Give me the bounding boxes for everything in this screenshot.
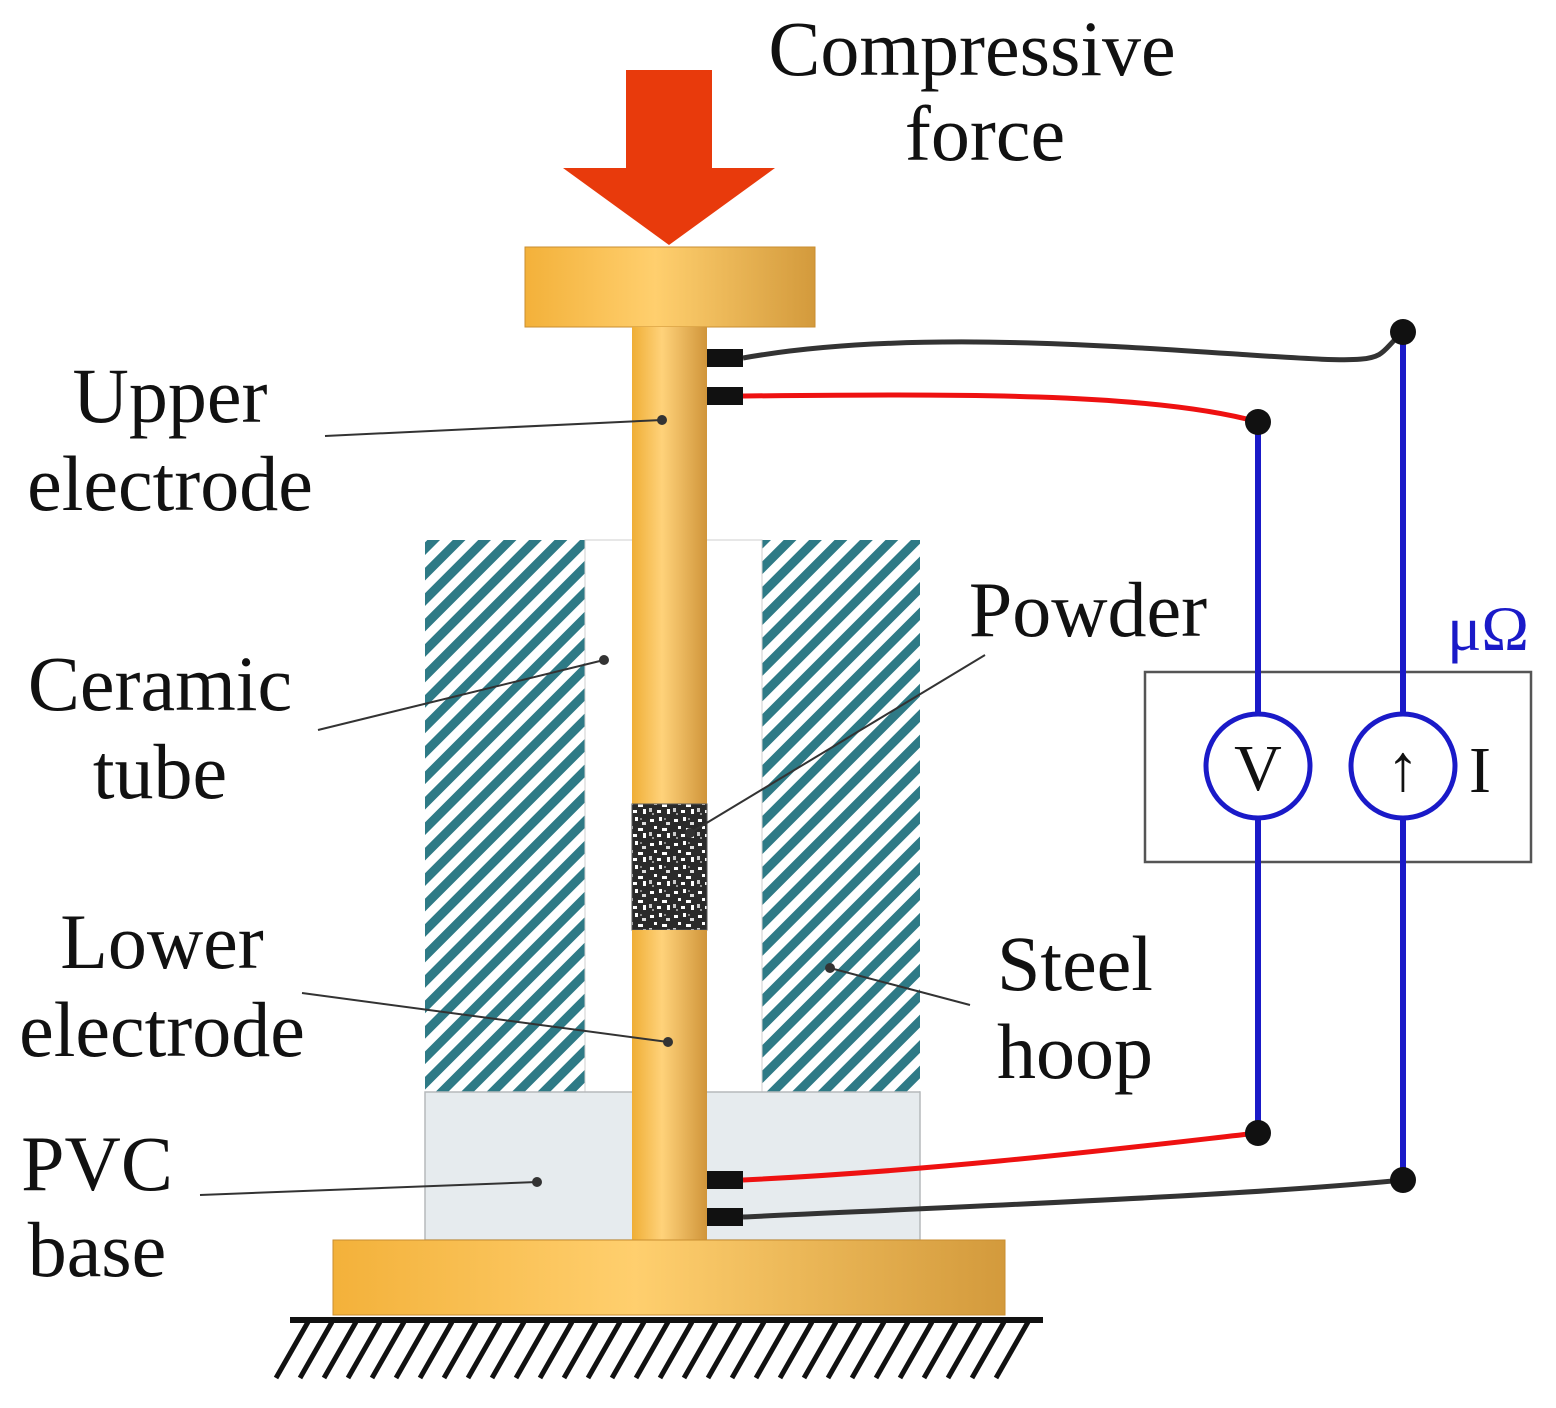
- upper-electrode: [632, 327, 707, 804]
- ground-hatch-mark: [705, 1320, 743, 1380]
- wire-lower-voltage: [742, 1130, 1259, 1183]
- ground-hatch-mark: [369, 1320, 407, 1380]
- voltmeter-label: V: [1234, 732, 1282, 805]
- ground-hatch: [273, 1320, 1031, 1380]
- ground-hatch-mark: [489, 1320, 527, 1380]
- pvc-base-label-line2: base: [28, 1206, 167, 1293]
- terminal-lower-current: [707, 1208, 743, 1226]
- ground-hatch-mark: [297, 1320, 335, 1380]
- ground-hatch-mark: [801, 1320, 839, 1380]
- wire-lower-current: [742, 1177, 1404, 1220]
- ground-hatch-mark: [897, 1320, 935, 1380]
- powder-sample: [631, 803, 708, 931]
- ground-hatch-mark: [753, 1320, 791, 1380]
- node-voltage-top: [1245, 409, 1271, 435]
- upper-electrode-label-line2: electrode: [27, 440, 313, 527]
- wire-upper-current: [742, 330, 1405, 363]
- steel-hoop-label-line1: Steel: [997, 920, 1153, 1007]
- current-label: I: [1469, 734, 1491, 807]
- ground-hatch-mark: [561, 1320, 599, 1380]
- leaders: [199, 419, 986, 1196]
- ceramic-tube-label-line2: tube: [93, 728, 227, 815]
- ground-hatch-mark: [465, 1320, 503, 1380]
- node-current-bottom: [1390, 1167, 1416, 1193]
- micro-ohmmeter-label: μΩ: [1447, 593, 1529, 664]
- lower-electrode: [632, 930, 707, 1240]
- steel-hoop-left: [425, 540, 585, 1092]
- ground-hatch-mark: [417, 1320, 455, 1380]
- terminal-upper-current: [707, 349, 743, 367]
- node-voltage-bottom: [1245, 1120, 1271, 1146]
- ground-hatch-mark: [825, 1320, 863, 1380]
- ground-hatch-mark: [633, 1320, 671, 1380]
- terminal-upper-voltage: [707, 387, 743, 405]
- node-current-top: [1390, 319, 1416, 345]
- lower-electrode-label-line2: electrode: [19, 986, 305, 1073]
- lower-electrode-label-line1: Lower: [60, 898, 264, 985]
- powder-label: Powder: [969, 566, 1207, 653]
- ground-hatch-mark: [513, 1320, 551, 1380]
- ground-hatch-mark: [345, 1320, 383, 1380]
- force-label-line1: Compressive: [768, 5, 1175, 92]
- ground-hatch-mark: [873, 1320, 911, 1380]
- voltmeter-symbol: [1203, 711, 1313, 821]
- wire-upper-voltage: [742, 392, 1259, 425]
- pvc-base-label-line1: PVC: [21, 1120, 173, 1207]
- upper-electrode-label-line1: Upper: [73, 352, 268, 439]
- force-arrow: [563, 70, 775, 245]
- ground-hatch-mark: [585, 1320, 623, 1380]
- terminal-lower-voltage: [707, 1171, 743, 1189]
- current-source-arrow-icon: ↑: [1387, 732, 1420, 805]
- ceramic-tube-label-line1: Ceramic: [28, 640, 292, 727]
- leader-dots: [532, 415, 835, 1187]
- steel-hoop-right: [762, 540, 920, 1092]
- ground-hatch-mark: [609, 1320, 647, 1380]
- ground-hatch-mark: [393, 1320, 431, 1380]
- ground-hatch-mark: [273, 1320, 311, 1380]
- ground-hatch-mark: [921, 1320, 959, 1380]
- ground-hatch-mark: [849, 1320, 887, 1380]
- upper-plate: [524, 246, 816, 328]
- ground-hatch-mark: [441, 1320, 479, 1380]
- bottom-plate: [332, 1239, 1006, 1316]
- ground-hatch-mark: [969, 1320, 1007, 1380]
- ground-hatch-mark: [321, 1320, 359, 1380]
- ground-hatch-mark: [537, 1320, 575, 1380]
- steel-hoop-label-line2: hoop: [997, 1008, 1153, 1095]
- force-label-line2: force: [905, 90, 1065, 177]
- current-source-symbol: [1348, 711, 1458, 821]
- ground-hatch-mark: [945, 1320, 983, 1380]
- ground-hatch-mark: [657, 1320, 695, 1380]
- ground-hatch-mark: [777, 1320, 815, 1380]
- ground-hatch-mark: [993, 1320, 1031, 1380]
- ground-hatch-mark: [681, 1320, 719, 1380]
- ground-hatch-mark: [729, 1320, 767, 1380]
